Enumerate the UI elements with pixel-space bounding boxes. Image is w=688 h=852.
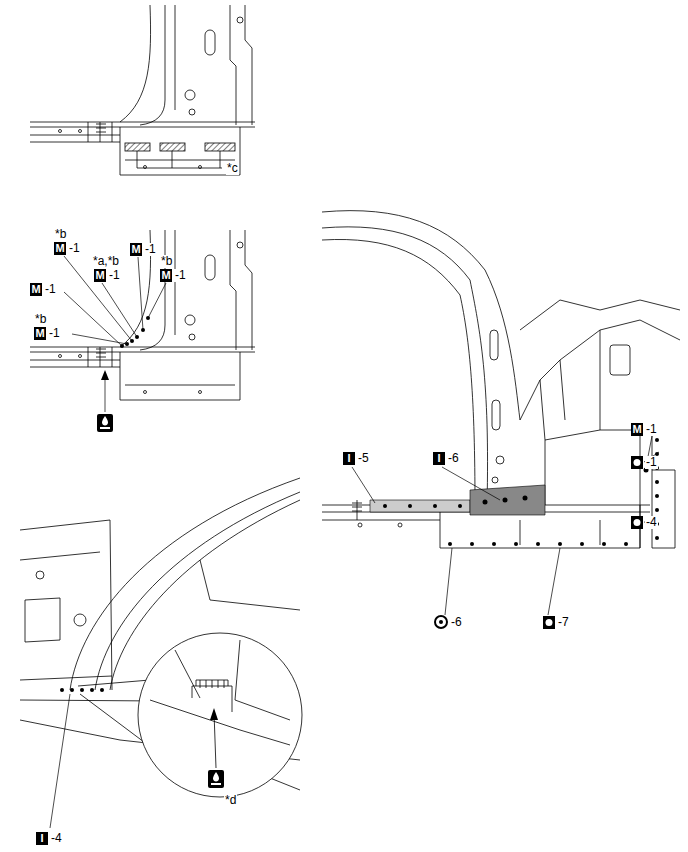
right-panel (322, 211, 680, 548)
sealer-icon (208, 770, 224, 788)
callout-text: -4 (645, 516, 658, 529)
callout-text: -1 (144, 243, 157, 256)
weld-symbol-letter: I (343, 452, 355, 465)
callout-text: -1 (645, 423, 658, 436)
callout-text: *b (54, 228, 67, 241)
callout-text: -6 (450, 616, 463, 629)
leader-lines (352, 436, 659, 615)
bottom-left-panel (20, 478, 302, 797)
callout-text: -6 (447, 452, 460, 465)
weld-symbol-letter: I (36, 832, 48, 845)
callout-text: *b (160, 255, 173, 268)
weld-symbol-letter: M (94, 269, 106, 282)
top-panel (30, 5, 255, 175)
weld-symbol-letter: M (34, 327, 46, 340)
weld-symbol-letter: M (631, 423, 643, 436)
callout-text: *b (34, 313, 47, 326)
callout-text: -1 (645, 456, 658, 469)
callout-text: -1 (44, 283, 57, 296)
weld-symbol-letter: I (433, 452, 445, 465)
callout-text: *a,*b (92, 255, 120, 268)
callout-text: -1 (68, 242, 81, 255)
callout-text: -1 (174, 269, 187, 282)
weld-symbol (435, 456, 643, 629)
weld-symbol-letter: M (30, 283, 42, 296)
weld-symbol-letter: M (160, 269, 172, 282)
callout-text: -1 (108, 269, 121, 282)
callout-text: -7 (557, 616, 570, 629)
callout-text: -1 (48, 327, 61, 340)
middle-panel (30, 230, 255, 432)
callout-text: -4 (50, 832, 63, 845)
callout-text: -5 (357, 452, 370, 465)
weld-symbol-letter: M (130, 243, 142, 256)
weld-symbol-letter: M (54, 242, 66, 255)
sealer-icon (97, 414, 113, 432)
leader-lines (64, 256, 166, 412)
callout-text: *d (224, 794, 237, 807)
callout-text: *c (226, 162, 239, 175)
